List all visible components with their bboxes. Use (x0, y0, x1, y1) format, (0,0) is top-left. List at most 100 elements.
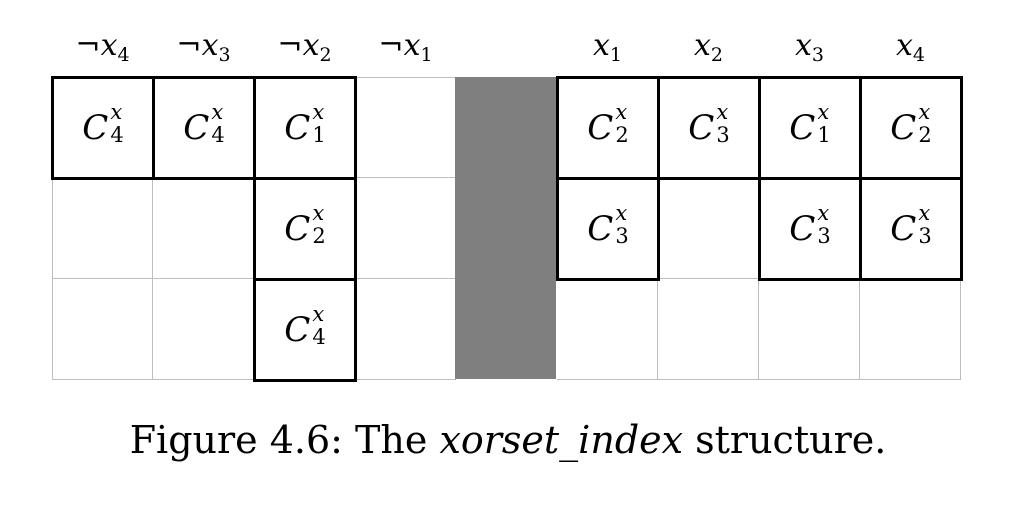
clause-superscript: x (110, 100, 123, 124)
clause-index: 2 (918, 123, 932, 147)
variable-symbol: x (693, 28, 711, 63)
empty-cell (658, 178, 759, 279)
variable-index: 4 (117, 44, 130, 66)
empty-cell (355, 178, 456, 279)
empty-cell (153, 279, 254, 380)
variable-symbol: x (895, 28, 913, 63)
variable-symbol: x (592, 28, 610, 63)
clause-symbol: C (890, 209, 917, 249)
clause-symbol: C (183, 108, 210, 148)
variable-symbol: x (794, 28, 812, 63)
clause-symbol: C (82, 108, 109, 148)
clause-superscript: x (211, 100, 224, 124)
clause-index: 1 (312, 123, 326, 147)
caption-structure-name: xorset_index (439, 418, 684, 462)
separator-column (455, 77, 556, 379)
clause-index: 3 (716, 123, 730, 147)
clause-superscript: x (312, 100, 325, 124)
clause-index: 2 (312, 224, 326, 248)
empty-cell (658, 279, 759, 380)
clause-symbol: C (789, 209, 816, 249)
clause-superscript: x (615, 201, 628, 225)
empty-cell (355, 279, 456, 380)
column-header-left-3: ¬x2 (254, 26, 355, 75)
empty-cell (557, 279, 658, 380)
clause-superscript: x (615, 100, 628, 124)
empty-cell (759, 279, 860, 380)
negation-symbol: ¬ (378, 28, 404, 63)
negation-symbol: ¬ (75, 28, 101, 63)
clause-index: 4 (312, 325, 326, 349)
variable-symbol: x (201, 28, 219, 63)
empty-cell (52, 178, 153, 279)
column-header-right-1: x1 (557, 26, 658, 75)
clause-superscript: x (918, 201, 931, 225)
clause-index: 3 (817, 224, 831, 248)
column-header-right-4: x4 (860, 26, 961, 75)
variable-index: 3 (218, 44, 231, 66)
column-header-left-4: ¬x1 (355, 26, 456, 75)
clause-symbol: C (284, 310, 311, 350)
variable-index: 2 (710, 44, 723, 66)
column-header-left-1: ¬x4 (52, 26, 153, 75)
empty-cell (355, 77, 456, 178)
empty-cell (52, 279, 153, 380)
clause-index: 2 (615, 123, 629, 147)
clause-symbol: C (587, 209, 614, 249)
variable-symbol: x (302, 28, 320, 63)
clause-superscript: x (918, 100, 931, 124)
variable-index: 4 (912, 44, 925, 66)
variable-index: 3 (811, 44, 824, 66)
empty-cell (860, 279, 961, 380)
variable-symbol: x (100, 28, 118, 63)
variable-symbol: x (403, 28, 421, 63)
caption-prefix: Figure 4.6: The (129, 418, 440, 462)
column-header-right-3: x3 (759, 26, 860, 75)
column-header-right-2: x2 (658, 26, 759, 75)
negation-symbol: ¬ (176, 28, 202, 63)
figure-caption: Figure 4.6: The xorset_index structure. (0, 418, 1016, 462)
clause-superscript: x (312, 302, 325, 326)
clause-symbol: C (284, 108, 311, 148)
column-header-left-2: ¬x3 (153, 26, 254, 75)
variable-index: 1 (420, 44, 433, 66)
clause-symbol: C (284, 209, 311, 249)
clause-symbol: C (890, 108, 917, 148)
clause-superscript: x (312, 201, 325, 225)
grid-left-border (52, 77, 53, 380)
clause-index: 3 (918, 224, 932, 248)
clause-index: 3 (615, 224, 629, 248)
clause-index: 4 (211, 123, 225, 147)
negation-symbol: ¬ (277, 28, 303, 63)
variable-index: 1 (609, 44, 622, 66)
clause-superscript: x (716, 100, 729, 124)
clause-superscript: x (817, 201, 830, 225)
clause-index: 1 (817, 123, 831, 147)
clause-symbol: C (688, 108, 715, 148)
